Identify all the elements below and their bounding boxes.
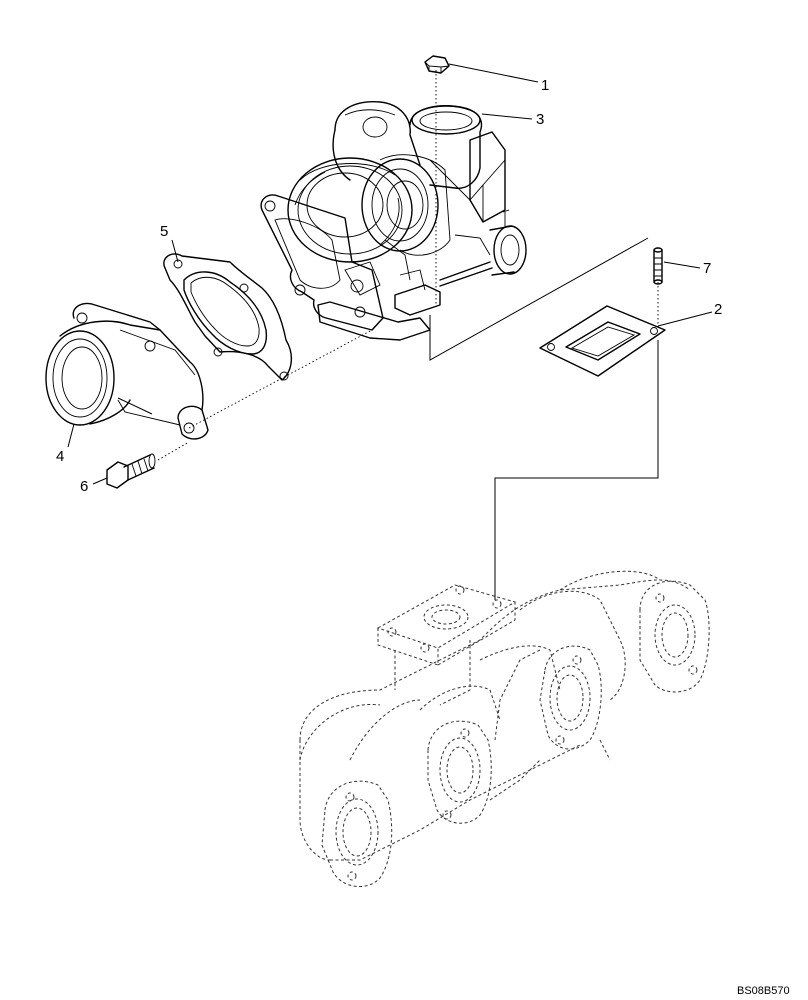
bolt-part-6	[106, 453, 156, 489]
callout-5: 5	[160, 223, 168, 240]
callout-2: 2	[714, 301, 722, 318]
gasket-part-5	[163, 253, 293, 381]
turbocharger	[260, 101, 527, 341]
callout-7: 7	[703, 260, 711, 277]
gasket-part-2	[539, 305, 666, 377]
callout-labels: 1 3 7 2 5 4 6	[56, 77, 722, 495]
callout-6: 6	[80, 478, 88, 495]
callout-leaders	[67, 63, 713, 485]
exhaust-manifold	[299, 570, 710, 887]
nut-part-1	[424, 55, 450, 74]
callout-3: 3	[536, 111, 544, 128]
drawing-reference-code: BS08B570	[737, 985, 790, 997]
callout-1: 1	[541, 77, 549, 94]
assembly-connector-lines	[117, 237, 659, 600]
outlet-adapter-part-4	[45, 302, 209, 440]
stud-part-7	[653, 247, 663, 285]
callout-4: 4	[56, 448, 64, 465]
assembly-centre-lines	[157, 70, 659, 461]
